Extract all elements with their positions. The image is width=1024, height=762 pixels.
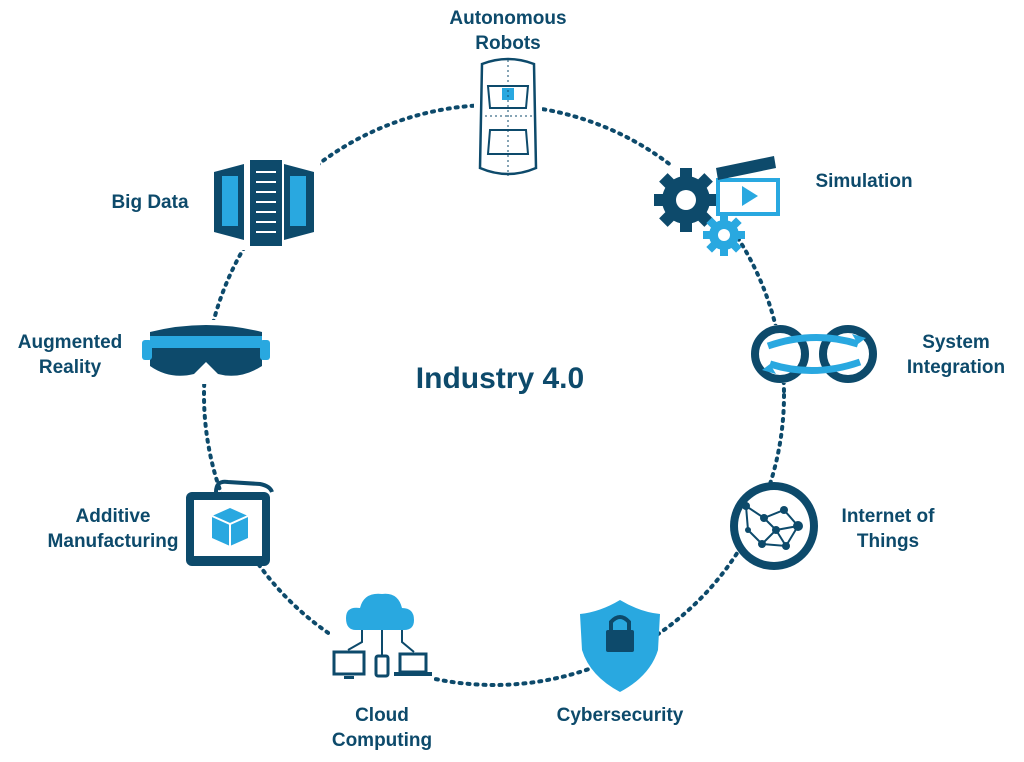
label-line: Robots (475, 33, 541, 54)
label-line: Reality (38, 357, 102, 378)
label-line: Cloud (355, 705, 409, 726)
gears-video-icon (648, 156, 780, 256)
label-line: Augmented (17, 332, 123, 353)
label-internet-of-things: Internet of Things (814, 504, 962, 554)
label-augmented-reality: Augmented Reality (0, 330, 140, 380)
3d-printer-icon (186, 479, 274, 566)
label-additive-manufacturing: Additive Manufacturing (30, 504, 196, 554)
car-icon (474, 56, 542, 180)
label-line: Autonomous (449, 8, 567, 29)
label-line: Big Data (111, 192, 189, 213)
shield-lock-icon (580, 600, 660, 692)
label-line: Things (856, 531, 920, 552)
ar-headset-icon (138, 320, 274, 384)
label-line: Manufacturing (47, 531, 179, 552)
label-line: Internet of (841, 506, 935, 527)
label-big-data: Big Data (88, 190, 212, 215)
label-line: Simulation (815, 171, 913, 192)
label-cybersecurity: Cybersecurity (534, 703, 706, 728)
server-racks-icon (210, 160, 320, 250)
cloud-devices-icon (330, 590, 434, 686)
label-line: System (922, 332, 990, 353)
label-line: Cybersecurity (556, 705, 684, 726)
label-autonomous-robots: Autonomous Robots (428, 6, 588, 56)
label-line: Integration (906, 357, 1006, 378)
label-cloud-computing: Cloud Computing (306, 703, 458, 753)
label-system-integration: System Integration (886, 330, 1024, 380)
loop-arrows-icon (748, 325, 882, 383)
label-line: Computing (331, 730, 433, 751)
diagram-title: Industry 4.0 (415, 362, 585, 395)
label-simulation: Simulation (796, 169, 932, 194)
label-line: Additive (75, 506, 151, 527)
network-globe-icon (730, 482, 818, 570)
